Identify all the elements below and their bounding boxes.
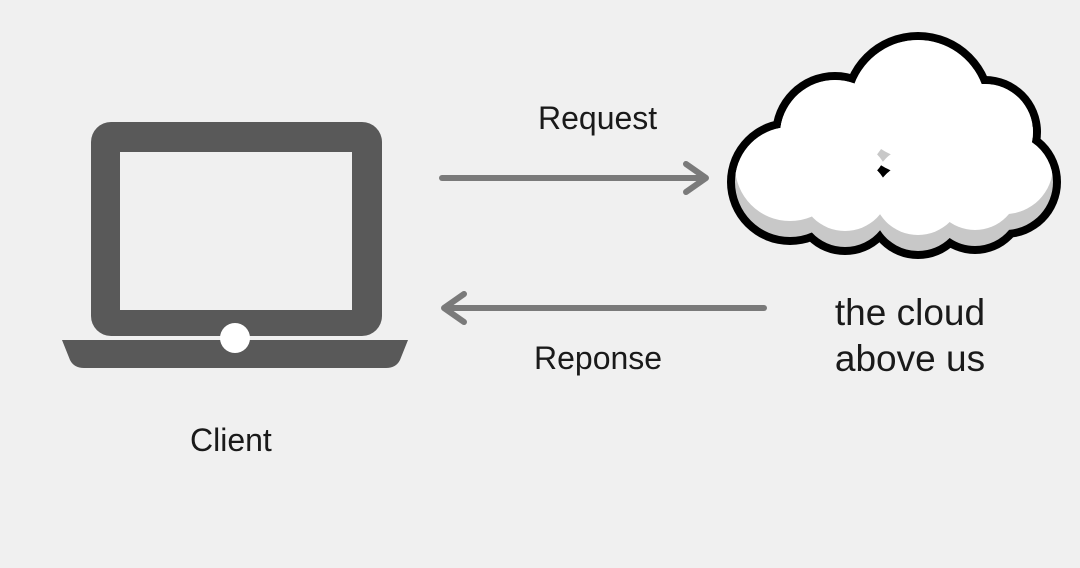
laptop-screen: [120, 152, 352, 310]
request-arrow: [439, 161, 709, 195]
laptop-base: [62, 340, 408, 368]
cloud-label: the cloud above us: [800, 290, 1020, 382]
cloud-label-line-1: the cloud: [834, 292, 986, 333]
cloud-icon: [727, 32, 1061, 259]
client-label: Client: [190, 422, 272, 458]
laptop-trackpad-dot: [220, 323, 250, 353]
laptop-icon: [62, 122, 408, 368]
response-label: Reponse: [534, 340, 663, 376]
cloud-label-line-2: above us: [834, 338, 986, 379]
cloud-body: [735, 40, 1053, 251]
response-arrow: [441, 291, 767, 325]
request-label: Request: [538, 100, 658, 136]
